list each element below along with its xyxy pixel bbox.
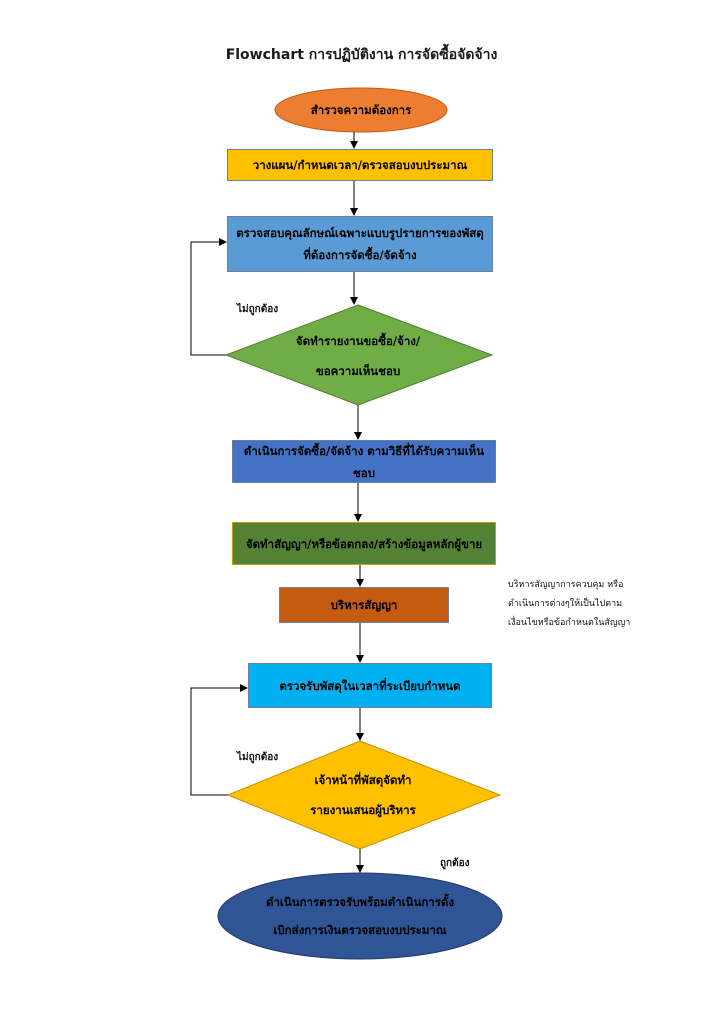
spec-node: ตรวจสอบคุณลักษณ์เฉพาะแบบรูปรายการของพัสด… bbox=[227, 216, 493, 272]
edge-report-loop-back bbox=[190, 238, 227, 356]
report-node-label-line2: ขอความเห็นชอบ bbox=[315, 364, 401, 378]
note-line-1: บริหารสัญญาการควบคุม หรือ bbox=[508, 580, 624, 590]
note-line-3: เงื่อนไขหรือข้อกำหนดในสัญญา bbox=[508, 618, 631, 628]
page-title: Flowchart การปฏิบัติงาน การจัดซื้อจัดจ้า… bbox=[225, 47, 498, 63]
start-ellipse bbox=[274, 87, 448, 133]
officer-node-label-line1: เจ้าหน้าที่พัสดุจัดทำ bbox=[314, 773, 412, 787]
start-node: สำรวจความต้องการ bbox=[275, 88, 447, 132]
report-node-label-line1: จัดทำรายงานขอซื้อ/จ้าง/ bbox=[295, 334, 421, 348]
contract-node: จัดทำสัญญา/หรือข้อตกลง/สร้างข้อมูลหลักผู… bbox=[232, 522, 496, 565]
contract-management-note: บริหารสัญญาการควบคุม หรือ ดำเนินการต่างๆ… bbox=[508, 576, 658, 633]
end-node: ดำเนินการตรวจรับพร้อมดำเนินการตั้ง เบิกส… bbox=[238, 888, 482, 944]
report-node: จัดทำรายงานขอซื้อ/จ้าง/ ขอความเห็นชอบ bbox=[258, 325, 458, 387]
manage-node-label: บริหารสัญญา bbox=[330, 598, 398, 612]
procure-node: ดำเนินการจัดซื้อ/จัดจ้าง ตามวิธีที่ได้รั… bbox=[232, 440, 496, 483]
edge-officer-loop-back bbox=[190, 684, 248, 796]
edge-label-correct: ถูกต้อง bbox=[440, 858, 470, 869]
edge-label-incorrect-1: ไม่ถูกต้อง bbox=[237, 304, 279, 315]
officer-node-label-line2: รายงานเสนอผู้บริหาร bbox=[310, 803, 416, 817]
contract-node-label: จัดทำสัญญา/หรือข้อตกลง/สร้างข้อมูลหลักผู… bbox=[245, 536, 483, 551]
inspect-node-label: ตรวจรับพัสดุในเวลาที่ระเบียบกำหนด bbox=[279, 678, 461, 693]
start-node-label: สำรวจความต้องการ bbox=[310, 103, 412, 117]
note-line-2: ดำเนินการต่างๆให้เป็นไปตาม bbox=[508, 599, 623, 609]
manage-node: บริหารสัญญา bbox=[279, 587, 449, 623]
end-node-label-line1: ดำเนินการตรวจรับพร้อมดำเนินการตั้ง bbox=[266, 895, 454, 909]
plan-node-label: วางแผน/กำหนดเวลา/ตรวจสอบงบประมาณ bbox=[252, 158, 468, 172]
procure-node-label: ดำเนินการจัดซื้อ/จัดจ้าง ตามวิธีที่ได้รั… bbox=[243, 443, 485, 480]
spec-node-label-line2: ที่ต้องการจัดซื้อ/จัดจ้าง bbox=[303, 248, 417, 262]
end-ellipse bbox=[217, 872, 503, 960]
plan-node: วางแผน/กำหนดเวลา/ตรวจสอบงบประมาณ bbox=[227, 149, 493, 181]
inspect-node: ตรวจรับพัสดุในเวลาที่ระเบียบกำหนด bbox=[248, 663, 492, 708]
officer-node: เจ้าหน้าที่พัสดุจัดทำ รายงานเสนอผู้บริหา… bbox=[268, 764, 458, 826]
end-node-label-line2: เบิกส่งการเงินตรวจสอบงบประมาณ bbox=[273, 923, 447, 937]
spec-node-label-line1: ตรวจสอบคุณลักษณ์เฉพาะแบบรูปรายการของพัสด… bbox=[236, 226, 484, 240]
edge-label-incorrect-2: ไม่ถูกต้อง bbox=[237, 752, 279, 763]
